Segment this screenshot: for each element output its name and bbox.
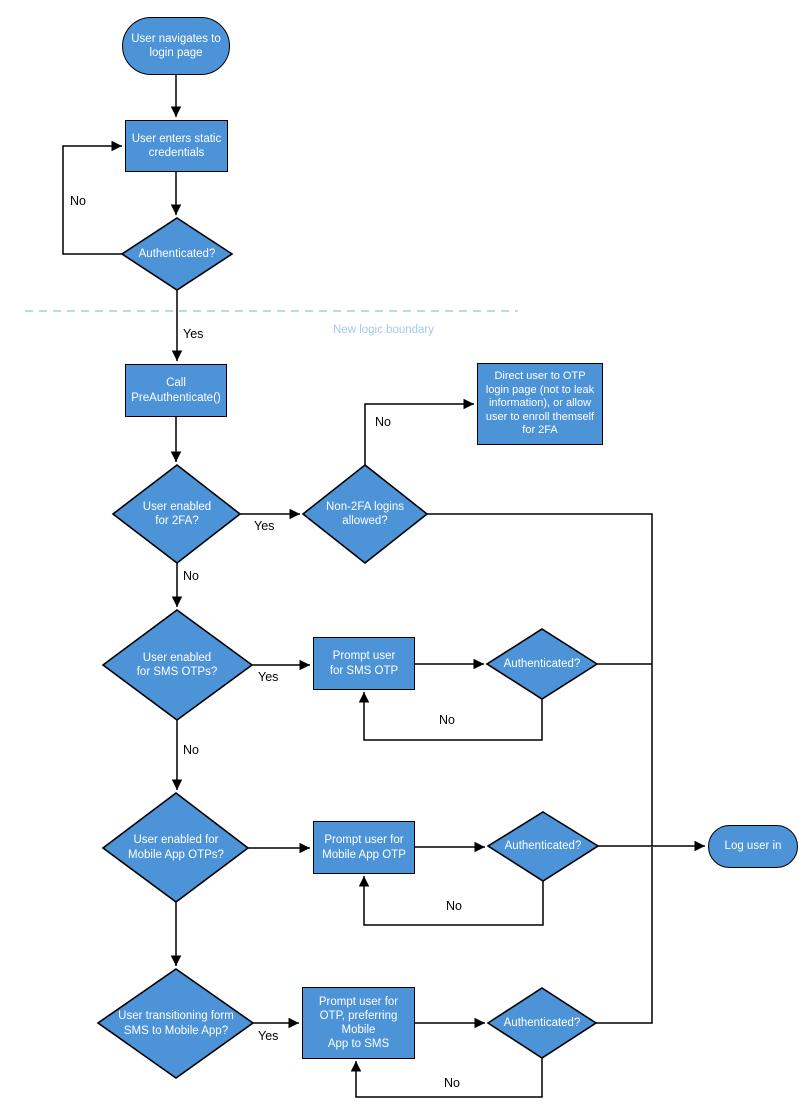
edge-label-no-authmobile-loop: No bbox=[446, 899, 462, 913]
edge-label-no-sms: No bbox=[183, 743, 199, 757]
edge-label-no-2fa: No bbox=[183, 569, 199, 583]
edge-label-no-auth-loop: No bbox=[70, 194, 86, 208]
edge-label-yes-sms: Yes bbox=[258, 670, 279, 684]
edge-authotp-to-merge bbox=[596, 847, 653, 1024]
node-call-preauthenticate: Call PreAuthenticate() bbox=[125, 364, 227, 417]
edge-authmobile-no-loop bbox=[358, 876, 544, 926]
node-prompt-sms: Prompt user for SMS OTP bbox=[313, 637, 415, 690]
edge-label-yes-auth: Yes bbox=[183, 327, 204, 341]
edge-non2fa-no-to-direct bbox=[364, 398, 474, 465]
edge-label-no-non2fa: No bbox=[375, 415, 391, 429]
node-start-terminator: User navigates to login page bbox=[122, 17, 230, 75]
node-enabled-sms-shape bbox=[101, 609, 254, 721]
edge-label-no-authotp-loop: No bbox=[444, 1076, 460, 1090]
node-authenticated-mobile-shape bbox=[486, 811, 600, 882]
node-enabled-2fa-shape bbox=[111, 463, 242, 565]
new-logic-boundary-label: New logic boundary bbox=[333, 324, 435, 336]
edge-non2fa-to-merge bbox=[427, 513, 653, 846]
node-transitioning-shape bbox=[96, 968, 255, 1079]
edge-auth-no-loop bbox=[62, 140, 122, 255]
edge-authotp-no-loop bbox=[350, 1058, 543, 1098]
node-prompt-otp-preferring: Prompt user for OTP, preferring Mobile A… bbox=[302, 987, 415, 1059]
node-log-user-in: Log user in bbox=[708, 825, 798, 868]
node-non-2fa-allowed-shape bbox=[301, 463, 429, 565]
node-enter-credentials: User enters static credentials bbox=[125, 120, 228, 172]
edge-authsms-no-loop bbox=[358, 692, 543, 741]
node-authenticated-sms-shape bbox=[485, 628, 599, 700]
edge-label-yes-transitioning: Yes bbox=[258, 1029, 279, 1043]
node-authenticated-otp-shape bbox=[486, 987, 598, 1059]
edge-label-yes-2fa: Yes bbox=[254, 519, 275, 533]
node-prompt-mobile: Prompt user for Mobile App OTP bbox=[313, 821, 415, 874]
node-authenticated-1-shape bbox=[120, 217, 234, 291]
node-enabled-mobile-shape bbox=[101, 791, 250, 903]
edge-label-no-authsms-loop: No bbox=[439, 713, 455, 727]
node-direct-otp: Direct user to OTP login page (not to le… bbox=[477, 363, 603, 445]
